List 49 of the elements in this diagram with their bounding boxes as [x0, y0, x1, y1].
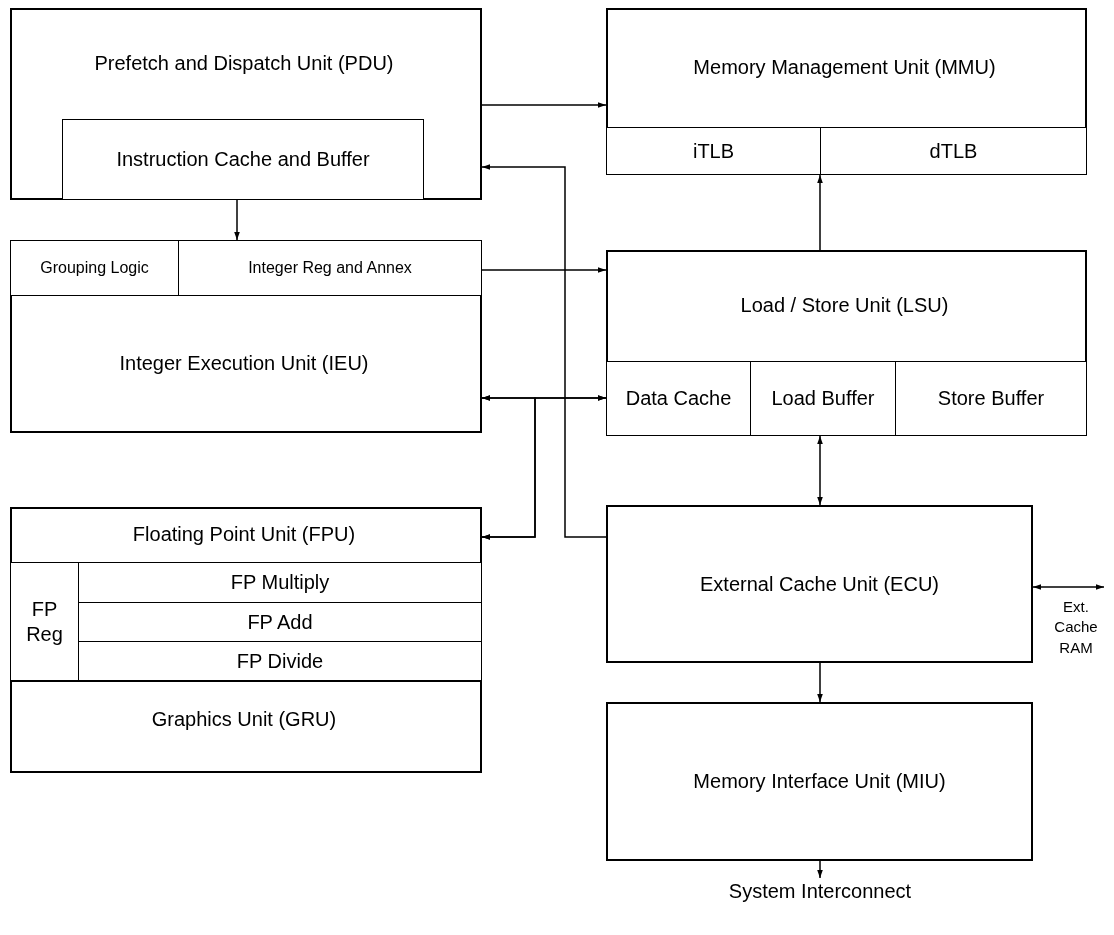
- unit-box: [10, 680, 482, 773]
- sub-unit-box: [78, 562, 482, 603]
- unit-box: [10, 507, 482, 682]
- unit-box: [606, 702, 1033, 861]
- arrow: [817, 174, 823, 251]
- unit-label: Memory Management Unit (MMU): [693, 54, 996, 80]
- unit-label: Integer Execution Unit (IEU): [119, 350, 369, 376]
- sub-unit-box: [606, 361, 751, 436]
- arrow: [234, 199, 240, 241]
- unit-label: FP Multiply: [230, 570, 330, 595]
- arrow: [1032, 584, 1105, 590]
- sub-unit-box: [62, 119, 424, 200]
- arrow: [817, 662, 823, 703]
- sub-unit-box: [750, 361, 896, 436]
- unit-box: [606, 8, 1087, 175]
- unit-label: Floating Point Unit (FPU): [132, 521, 356, 547]
- arrow: [481, 164, 607, 538]
- sub-unit-box: [178, 240, 482, 296]
- sub-unit-box: [10, 562, 79, 682]
- arrow: [481, 102, 607, 108]
- unit-label: External Cache Unit (ECU): [700, 571, 939, 597]
- unit-label: Graphics Unit (GRU): [151, 706, 337, 732]
- unit-box: [10, 240, 482, 433]
- arrow: [817, 860, 823, 879]
- sub-unit-box: [895, 361, 1087, 436]
- unit-label: Load / Store Unit (LSU): [740, 292, 949, 318]
- unit-label: dTLB: [929, 138, 978, 164]
- unit-label: Instruction Cache and Buffer: [116, 147, 370, 172]
- arrow: [481, 267, 607, 273]
- unit-label: Data Cache: [625, 386, 732, 411]
- unit-label: Store Buffer: [937, 386, 1045, 411]
- arrow: [481, 395, 536, 540]
- unit-label: Load Buffer: [771, 386, 875, 411]
- unit-label: Integer Reg and Annex: [248, 258, 412, 278]
- unit-label: iTLB: [692, 138, 735, 164]
- sub-unit-box: [10, 240, 179, 296]
- unit-box: [606, 505, 1033, 663]
- unit-label: Grouping Logic: [40, 258, 149, 278]
- unit-label: System Interconnect: [728, 878, 912, 904]
- sub-unit-box: [606, 127, 821, 175]
- unit-label: FP Reg: [25, 597, 64, 647]
- arrow: [817, 435, 823, 506]
- unit-label: Memory Interface Unit (MIU): [693, 769, 946, 794]
- sub-unit-box: [820, 127, 1087, 175]
- unit-label: Prefetch and Dispatch Unit (PDU): [94, 50, 394, 76]
- unit-label: FP Divide: [236, 649, 324, 674]
- unit-box: [10, 8, 482, 200]
- unit-label: FP Add: [247, 609, 313, 635]
- unit-box: [606, 250, 1087, 436]
